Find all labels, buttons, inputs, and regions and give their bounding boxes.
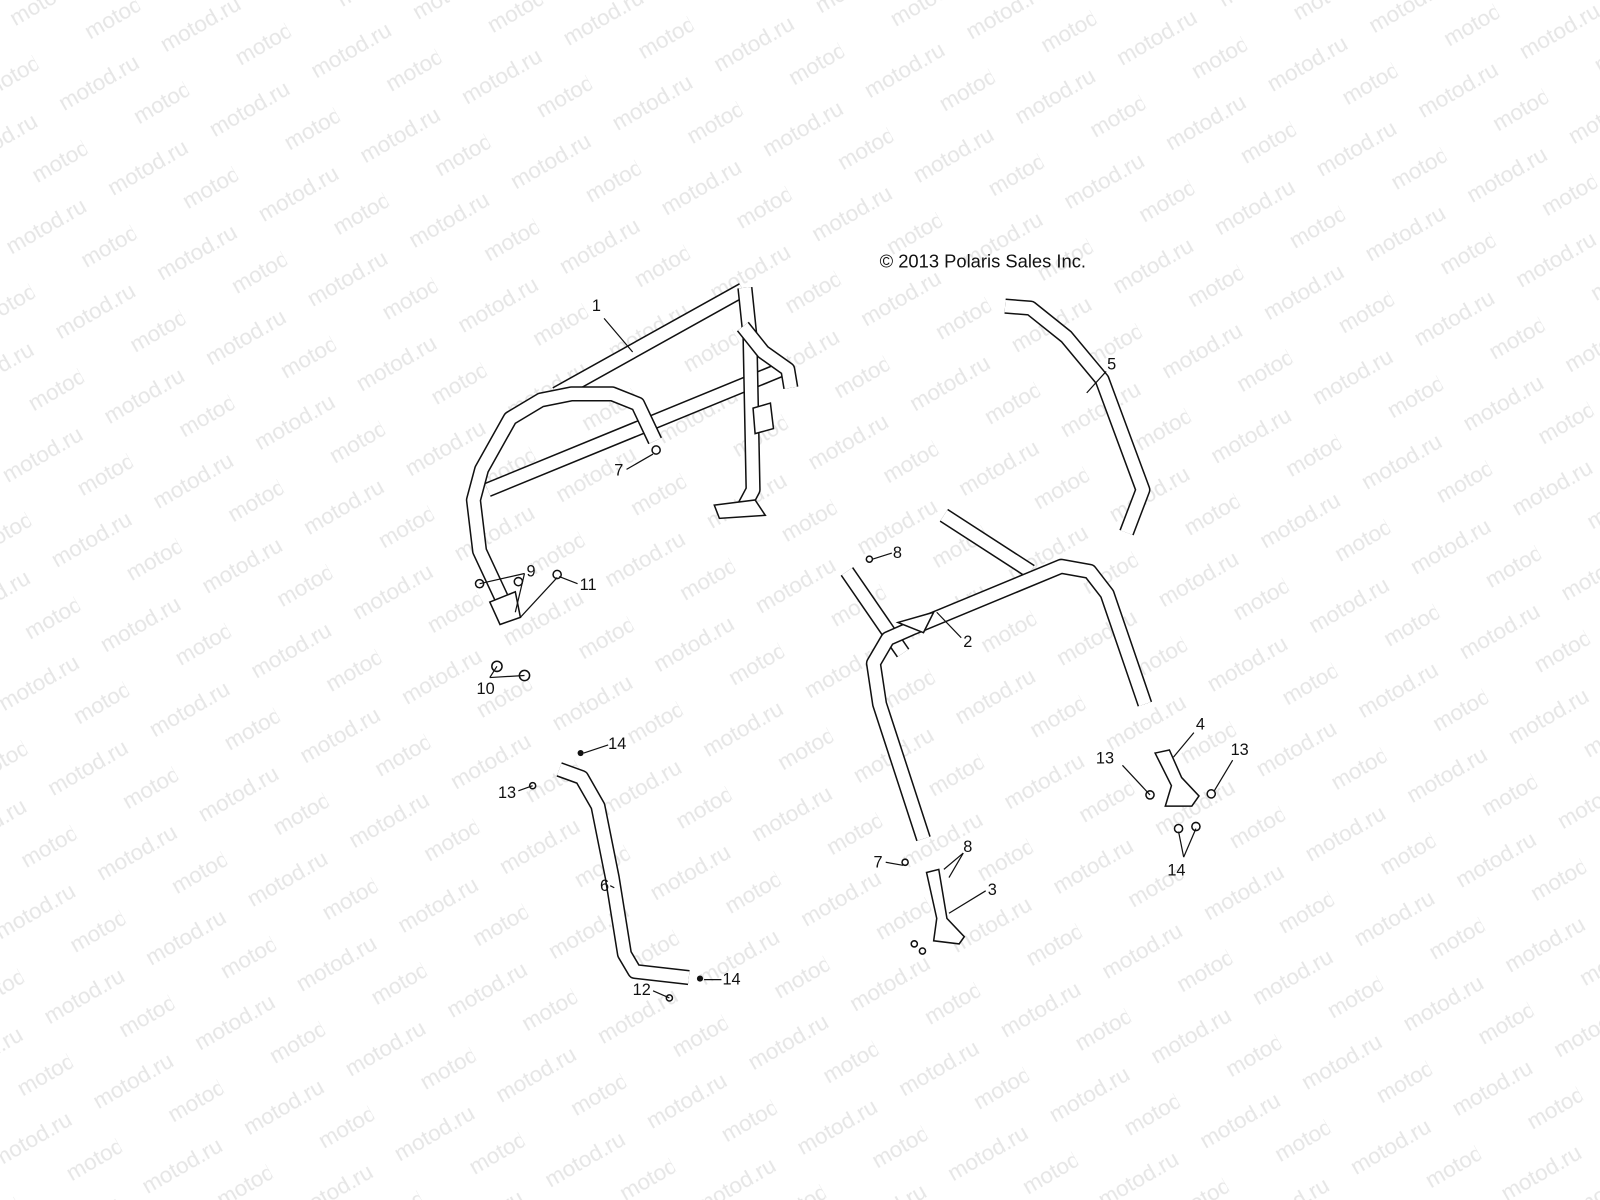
callout-number: 7 <box>614 462 623 480</box>
leader-line <box>489 665 498 678</box>
callout-number: 8 <box>893 544 902 562</box>
leader-line <box>519 577 558 618</box>
leader-line <box>518 785 533 792</box>
callout-number: 14 <box>1167 862 1185 880</box>
leader-line <box>1086 371 1107 394</box>
callout-number: 9 <box>527 563 536 581</box>
callout-number: 8 <box>963 838 972 856</box>
leader-line <box>489 674 525 679</box>
callout-number: 12 <box>633 981 651 999</box>
leader-line <box>626 453 654 470</box>
callout-number: 7 <box>873 853 882 871</box>
leader-line <box>1172 732 1195 758</box>
callout-number: 13 <box>1231 741 1249 759</box>
callout-number: 14 <box>608 735 626 753</box>
leader-line <box>948 890 987 914</box>
part-5-side-bar <box>1004 298 1151 536</box>
callout-number: 13 <box>1096 749 1114 767</box>
part-1-rear-cage <box>465 283 799 626</box>
callout-number: 13 <box>498 784 516 802</box>
part-3-bracket <box>925 868 966 945</box>
callout-number: 5 <box>1107 355 1116 373</box>
callout-number: 6 <box>600 877 609 895</box>
leader-line <box>514 573 526 613</box>
leader-line <box>948 852 964 878</box>
leader-line <box>943 852 964 870</box>
leader-line <box>1122 764 1151 796</box>
leader-line <box>1213 759 1234 792</box>
callout-number: 14 <box>722 971 740 989</box>
leader-line <box>652 990 670 999</box>
part-6-side-bar <box>556 762 690 986</box>
leader-line <box>583 744 609 754</box>
copyright-text: © 2013 Polaris Sales Inc. <box>880 250 1086 271</box>
leader-line <box>936 611 962 639</box>
leader-line <box>885 861 904 866</box>
leader-line <box>603 317 634 353</box>
leader-line <box>1183 828 1197 858</box>
callout-number: 1 <box>592 297 601 315</box>
leader-line <box>1177 831 1185 858</box>
callout-number: 10 <box>477 680 495 698</box>
leader-line <box>609 885 615 889</box>
leader-line <box>479 572 525 585</box>
part-2-front-cage <box>840 508 1153 842</box>
callout-number: 11 <box>580 576 597 594</box>
callout-number: 4 <box>1196 716 1205 734</box>
callout-number: 2 <box>963 633 972 651</box>
part-4-bracket <box>1153 749 1200 807</box>
leader-line <box>872 552 893 560</box>
callout-number: 3 <box>988 881 997 899</box>
leader-line <box>558 575 578 585</box>
